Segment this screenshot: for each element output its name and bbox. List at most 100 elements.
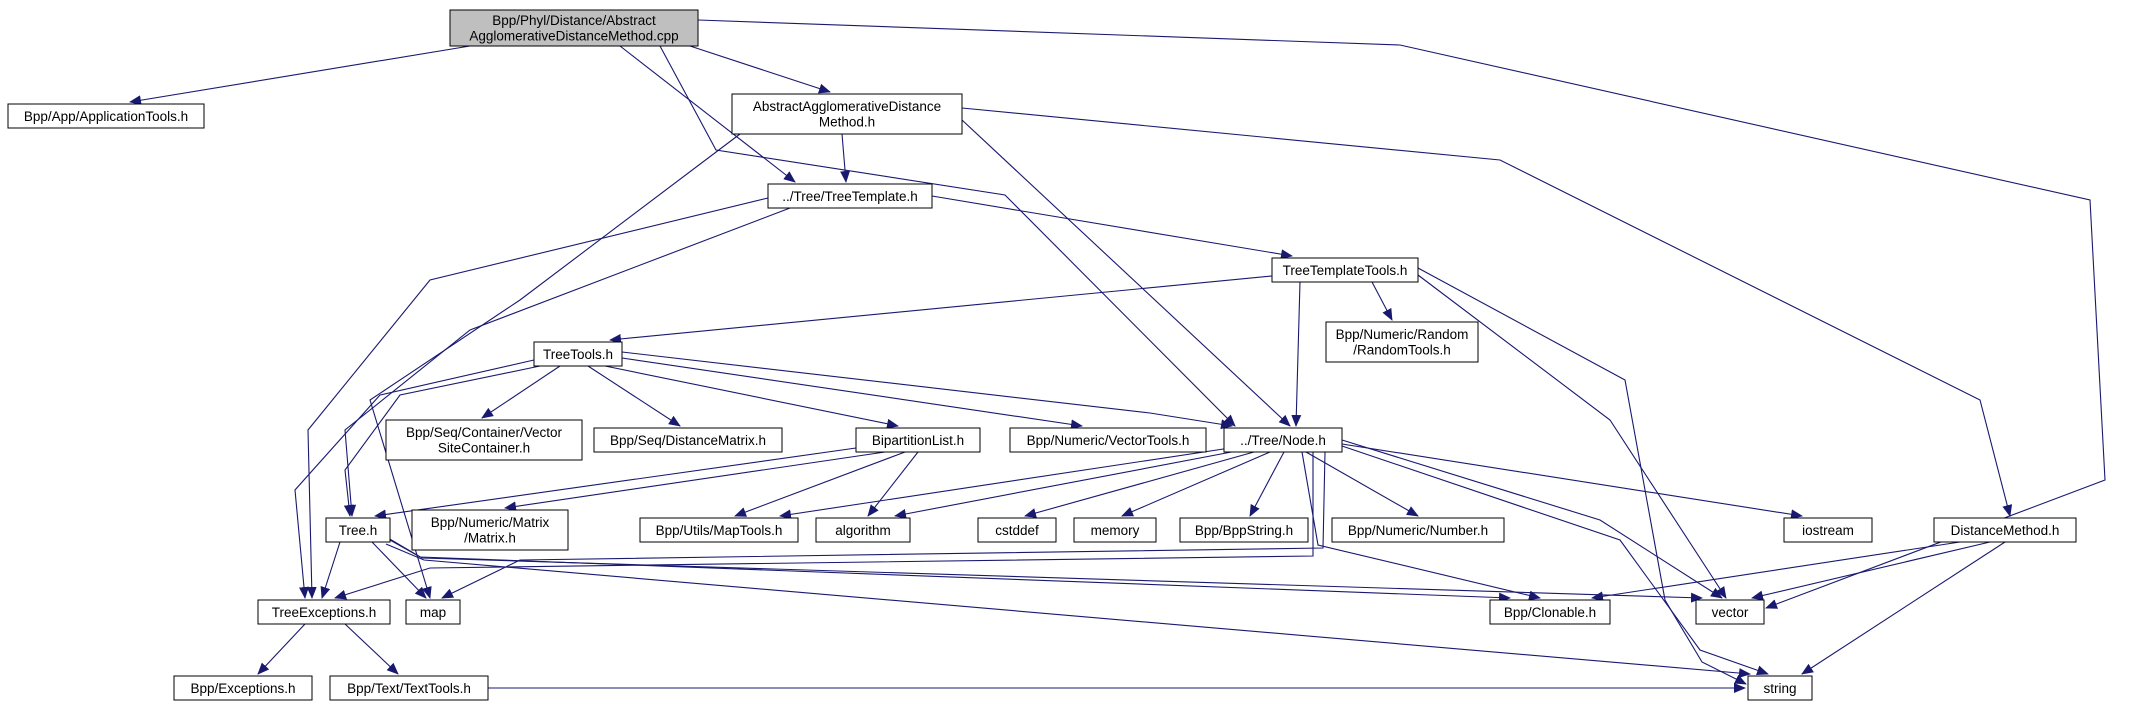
node-label-clonable: Bpp/Clonable.h [1504,605,1596,620]
include-edge-tree_tools-to-vsc [481,365,561,419]
graph-node-dist_method[interactable]: DistanceMethod.h [1933,517,2077,543]
node-box-app_tools[interactable] [7,103,205,129]
node-box-tree_h[interactable] [325,517,391,543]
node-label-exceptions: Bpp/Exceptions.h [190,681,295,696]
include-edge-node-to-bpp_string [1249,451,1285,517]
node-box-bipartition[interactable] [855,427,981,453]
node-label-app_tools: Bpp/App/ApplicationTools.h [24,109,188,124]
include-edge-bipartition-to-map_tools [734,451,906,517]
include-edge-tree_tools-to-dist_matrix [587,365,681,427]
include-edge-bipartition-to-tree_h [374,447,857,520]
graph-node-tree_tools[interactable]: TreeTools.h [533,341,623,367]
node-box-algorithm[interactable] [815,517,911,543]
node-box-clonable[interactable] [1489,599,1611,625]
graph-node-map_tools[interactable]: Bpp/Utils/MapTools.h [639,517,799,543]
include-edge-node-to-memory [1121,451,1271,517]
node-box-random[interactable] [1325,321,1479,363]
node-label-text_tools: Bpp/Text/TextTools.h [347,681,471,696]
node-box-string[interactable] [1747,675,1813,701]
node-box-ttt[interactable] [1271,257,1419,283]
graph-node-number[interactable]: Bpp/Numeric/Number.h [1331,517,1505,543]
graph-node-clonable[interactable]: Bpp/Clonable.h [1489,599,1611,625]
graph-node-bpp_string[interactable]: Bpp/BppString.h [1179,517,1309,543]
include-edge-dist_method-to-vector [1751,541,1991,601]
graph-node-tree_h[interactable]: Tree.h [325,517,391,543]
graph-node-map[interactable]: map [405,599,461,625]
node-box-iostream[interactable] [1783,517,1873,543]
node-box-tree_tools[interactable] [533,341,623,367]
node-box-exceptions[interactable] [173,675,313,701]
include-edge-dist_method-to-string [1801,541,2006,675]
graph-node-cstddef[interactable]: cstddef [977,517,1057,543]
include-edge-aadm-to-node [961,119,1291,427]
node-box-aadm[interactable] [731,93,963,135]
graph-node-dist_matrix[interactable]: Bpp/Seq/DistanceMatrix.h [593,427,783,453]
node-label-tree_template: ../Tree/TreeTemplate.h [782,189,918,204]
include-edge-bipartition-to-algorithm [867,451,919,517]
graph-node-random[interactable]: Bpp/Numeric/Random/RandomTools.h [1325,321,1479,363]
node-box-tree_template[interactable] [767,183,933,209]
include-edge-node-to-iostream [1341,443,1803,520]
graph-node-ttt[interactable]: TreeTemplateTools.h [1271,257,1419,283]
node-box-matrix[interactable] [411,509,569,551]
graph-node-exceptions[interactable]: Bpp/Exceptions.h [173,675,313,701]
include-edge-bipartition-to-matrix [504,451,886,512]
node-label-iostream: iostream [1802,523,1854,538]
node-box-cstddef[interactable] [977,517,1057,543]
node-label-algorithm: algorithm [835,523,891,538]
edge-layer [129,19,2106,693]
node-box-node[interactable] [1223,427,1343,453]
node-box-bpp_string[interactable] [1179,517,1309,543]
node-label-map: map [420,605,446,620]
graph-node-algorithm[interactable]: algorithm [815,517,911,543]
include-edge-tree_exc-to-text_tools [344,623,399,675]
graph-node-vector[interactable]: vector [1695,599,1765,625]
graph-node-node[interactable]: ../Tree/Node.h [1223,427,1343,453]
graph-node-vector_tools[interactable]: Bpp/Numeric/VectorTools.h [1009,427,1207,453]
graph-node-memory[interactable]: memory [1073,517,1157,543]
graph-node-matrix[interactable]: Bpp/Numeric/Matrix/Matrix.h [411,509,569,551]
node-box-vector_tools[interactable] [1009,427,1207,453]
graph-node-string[interactable]: string [1747,675,1813,701]
graph-node-tree_exc[interactable]: TreeExceptions.h [257,599,391,625]
node-box-dist_method[interactable] [1933,517,2077,543]
node-box-dist_matrix[interactable] [593,427,783,453]
node-label-matrix: Bpp/Numeric/Matrix/Matrix.h [431,515,550,546]
node-label-dist_matrix: Bpp/Seq/DistanceMatrix.h [610,433,766,448]
graph-node-bipartition[interactable]: BipartitionList.h [855,427,981,453]
node-box-vsc[interactable] [385,419,583,461]
node-box-vector[interactable] [1695,599,1765,625]
graph-node-tree_template[interactable]: ../Tree/TreeTemplate.h [767,183,933,209]
include-edge-tree_tools-to-tree_exc [294,359,535,599]
graph-node-app_tools[interactable]: Bpp/App/ApplicationTools.h [7,103,205,129]
graph-node-iostream[interactable]: iostream [1783,517,1873,543]
include-edge-tree_exc-to-exceptions [257,623,306,675]
include-edge-tree_h-to-tree_exc [320,541,341,599]
include-edge-tree_h-to-vector [387,537,1703,603]
node-label-tree_exc: TreeExceptions.h [272,605,377,620]
node-label-dist_method: DistanceMethod.h [1951,523,2060,538]
node-box-map_tools[interactable] [639,517,799,543]
node-box-number[interactable] [1331,517,1505,543]
include-edge-node-to-map [441,451,1326,599]
include-edge-node-to-map_tools [779,447,1231,520]
node-box-text_tools[interactable] [329,675,489,701]
node-box-map[interactable] [405,599,461,625]
include-edge-tree_tools-to-bipartition [604,365,899,429]
include-edge-tree_template-to-tree_h [344,207,791,517]
node-box-tree_exc[interactable] [257,599,391,625]
node-label-node: ../Tree/Node.h [1240,433,1326,448]
include-edge-aadm-to-dist_method [961,107,2013,517]
node-label-memory: memory [1091,523,1140,538]
node-box-memory[interactable] [1073,517,1157,543]
graph-node-text_tools[interactable]: Bpp/Text/TextTools.h [329,675,489,701]
include-edge-tree_template-to-ttt [931,195,1293,260]
node-label-bipartition: BipartitionList.h [872,433,964,448]
include-edge-tree_tools-to-vector_tools [621,357,1083,430]
